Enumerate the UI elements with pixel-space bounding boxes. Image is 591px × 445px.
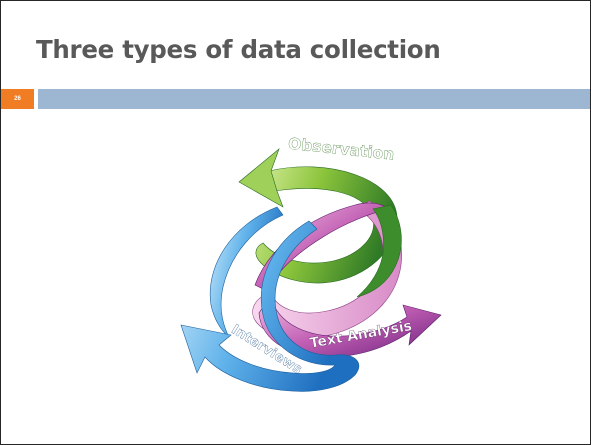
observation-label: Observation <box>287 135 395 164</box>
slide-number: 26 <box>1 89 34 109</box>
green-arrow-head <box>238 148 284 208</box>
green-arrow-front <box>356 204 402 298</box>
data-collection-cycle-diagram: Observation Text Analysis Interviews <box>159 109 455 399</box>
slide-title: Three types of data collection <box>36 35 441 64</box>
header-bar <box>38 89 590 109</box>
blue-arrow-body <box>180 220 360 392</box>
